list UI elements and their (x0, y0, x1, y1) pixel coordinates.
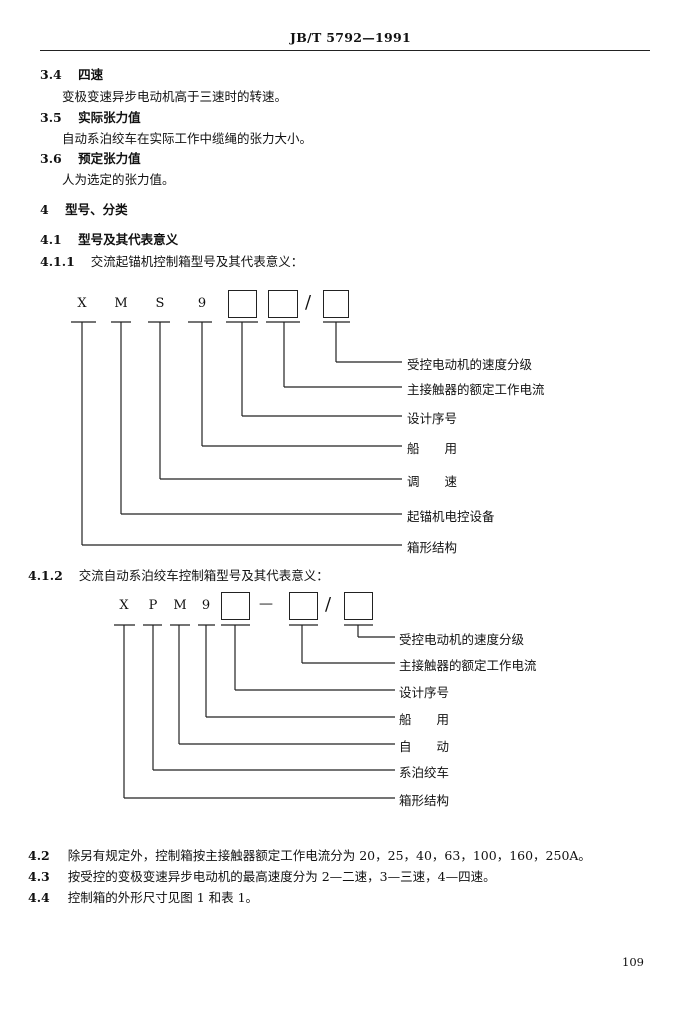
section-title: 型号及其代表意义 (78, 232, 179, 247)
section-4-heading: 4 型号、分类 (40, 199, 128, 218)
diagram-1-code-x: X (77, 296, 87, 311)
diagram-1-label-design-number: 设计序号 (407, 411, 458, 426)
diagram-2-placeholder-box-series (221, 592, 250, 620)
diagram-2-label-contactor-current: 主接触器的额定工作电流 (399, 658, 537, 673)
section-title: 四速 (78, 67, 104, 82)
section-3-5-body: 自动系泊绞车在实际工作中缆绳的张力大小。 (62, 131, 313, 146)
section-number: 4.4 (28, 890, 50, 905)
diagram-2-label-automatic: 自 动 (399, 739, 450, 754)
section-title: 实际张力值 (78, 110, 141, 125)
section-number: 4.1 (40, 232, 62, 247)
diagram-2-placeholder-box-current (289, 592, 318, 620)
diagram-2-code-p: P (148, 598, 158, 613)
diagram-2-label-design-number: 设计序号 (399, 685, 450, 700)
section-number: 3.4 (40, 67, 62, 82)
diagram-2-dash: — (259, 596, 273, 612)
section-4-1-heading: 4.1 型号及其代表意义 (40, 229, 178, 248)
section-3-6-body: 人为选定的张力值。 (62, 172, 175, 187)
section-body: 控制箱的外形尺寸见图 1 和表 1。 (67, 890, 259, 905)
section-number: 4.3 (28, 869, 50, 884)
section-3-6-heading: 3.6 预定张力值 (40, 148, 141, 167)
diagram-1-code-s: S (155, 296, 165, 311)
diagram-1-slash: / (305, 292, 312, 313)
header-standard-number: JB/T 5792—1991 (290, 30, 411, 45)
section-title: 型号、分类 (65, 202, 128, 217)
section-title: 预定张力值 (78, 151, 141, 166)
diagram-1-placeholder-box-speed (323, 290, 349, 318)
section-4-3: 4.3 按受控的变极变速异步电动机的最高速度分为 2—二速，3—三速，4—四速。 (28, 866, 496, 885)
diagram-2-label-box-structure: 箱形结构 (399, 793, 450, 808)
diagram-1-placeholder-box-current (228, 290, 257, 318)
section-body: 除另有规定外，控制箱按主接触器额定工作电流分为 20，25，40，63，100，… (67, 848, 591, 863)
section-number: 4.2 (28, 848, 50, 863)
diagram-1-label-box-structure: 箱形结构 (407, 540, 458, 555)
section-number: 4.1.2 (28, 568, 63, 583)
diagram-1-label-speed-regulation: 调 速 (407, 474, 458, 489)
section-title: 交流起锚机控制箱型号及其代表意义： (90, 254, 304, 269)
section-3-4-heading: 3.4 四速 (40, 64, 103, 83)
section-3-5-heading: 3.5 实际张力值 (40, 107, 141, 126)
header-rule (40, 50, 650, 51)
diagram-1-code-m: M (114, 296, 128, 311)
section-4-4: 4.4 控制箱的外形尺寸见图 1 和表 1。 (28, 887, 258, 906)
section-4-2: 4.2 除另有规定外，控制箱按主接触器额定工作电流分为 20，25，40，63，… (28, 845, 591, 864)
diagram-1-code-9: 9 (197, 296, 207, 311)
section-4-1-1-heading: 4.1.1 交流起锚机控制箱型号及其代表意义： (40, 251, 303, 270)
section-title: 交流自动系泊绞车控制箱型号及其代表意义： (78, 568, 329, 583)
diagram-2-code-x: X (119, 598, 129, 613)
section-number: 3.6 (40, 151, 62, 166)
diagram-2-code-m: M (173, 598, 187, 613)
diagram-2-label-marine: 船 用 (399, 712, 450, 727)
diagram-1-placeholder-box-series (268, 290, 298, 318)
section-number: 3.5 (40, 110, 62, 125)
diagram-1-label-speed-grade: 受控电动机的速度分级 (407, 357, 533, 372)
diagram-2-label-mooring-winch: 系泊绞车 (399, 765, 450, 780)
section-body: 按受控的变极变速异步电动机的最高速度分为 2—二速，3—三速，4—四速。 (67, 869, 496, 884)
section-number: 4 (40, 202, 49, 217)
section-4-1-2-heading: 4.1.2 交流自动系泊绞车控制箱型号及其代表意义： (28, 565, 329, 584)
section-3-4-body: 变极变速异步电动机高于三速时的转速。 (62, 89, 288, 104)
diagram-2-placeholder-box-speed (344, 592, 373, 620)
diagram-2-label-speed-grade: 受控电动机的速度分级 (399, 632, 525, 647)
diagram-2-slash: / (325, 594, 332, 615)
diagram-1-label-marine: 船 用 (407, 441, 458, 456)
page-number: 109 (622, 955, 644, 969)
section-number: 4.1.1 (40, 254, 75, 269)
diagram-1-label-contactor-current: 主接触器的额定工作电流 (407, 382, 545, 397)
diagram-2-code-9: 9 (201, 598, 211, 613)
diagram-1-label-windlass-equipment: 起锚机电控设备 (407, 509, 495, 524)
